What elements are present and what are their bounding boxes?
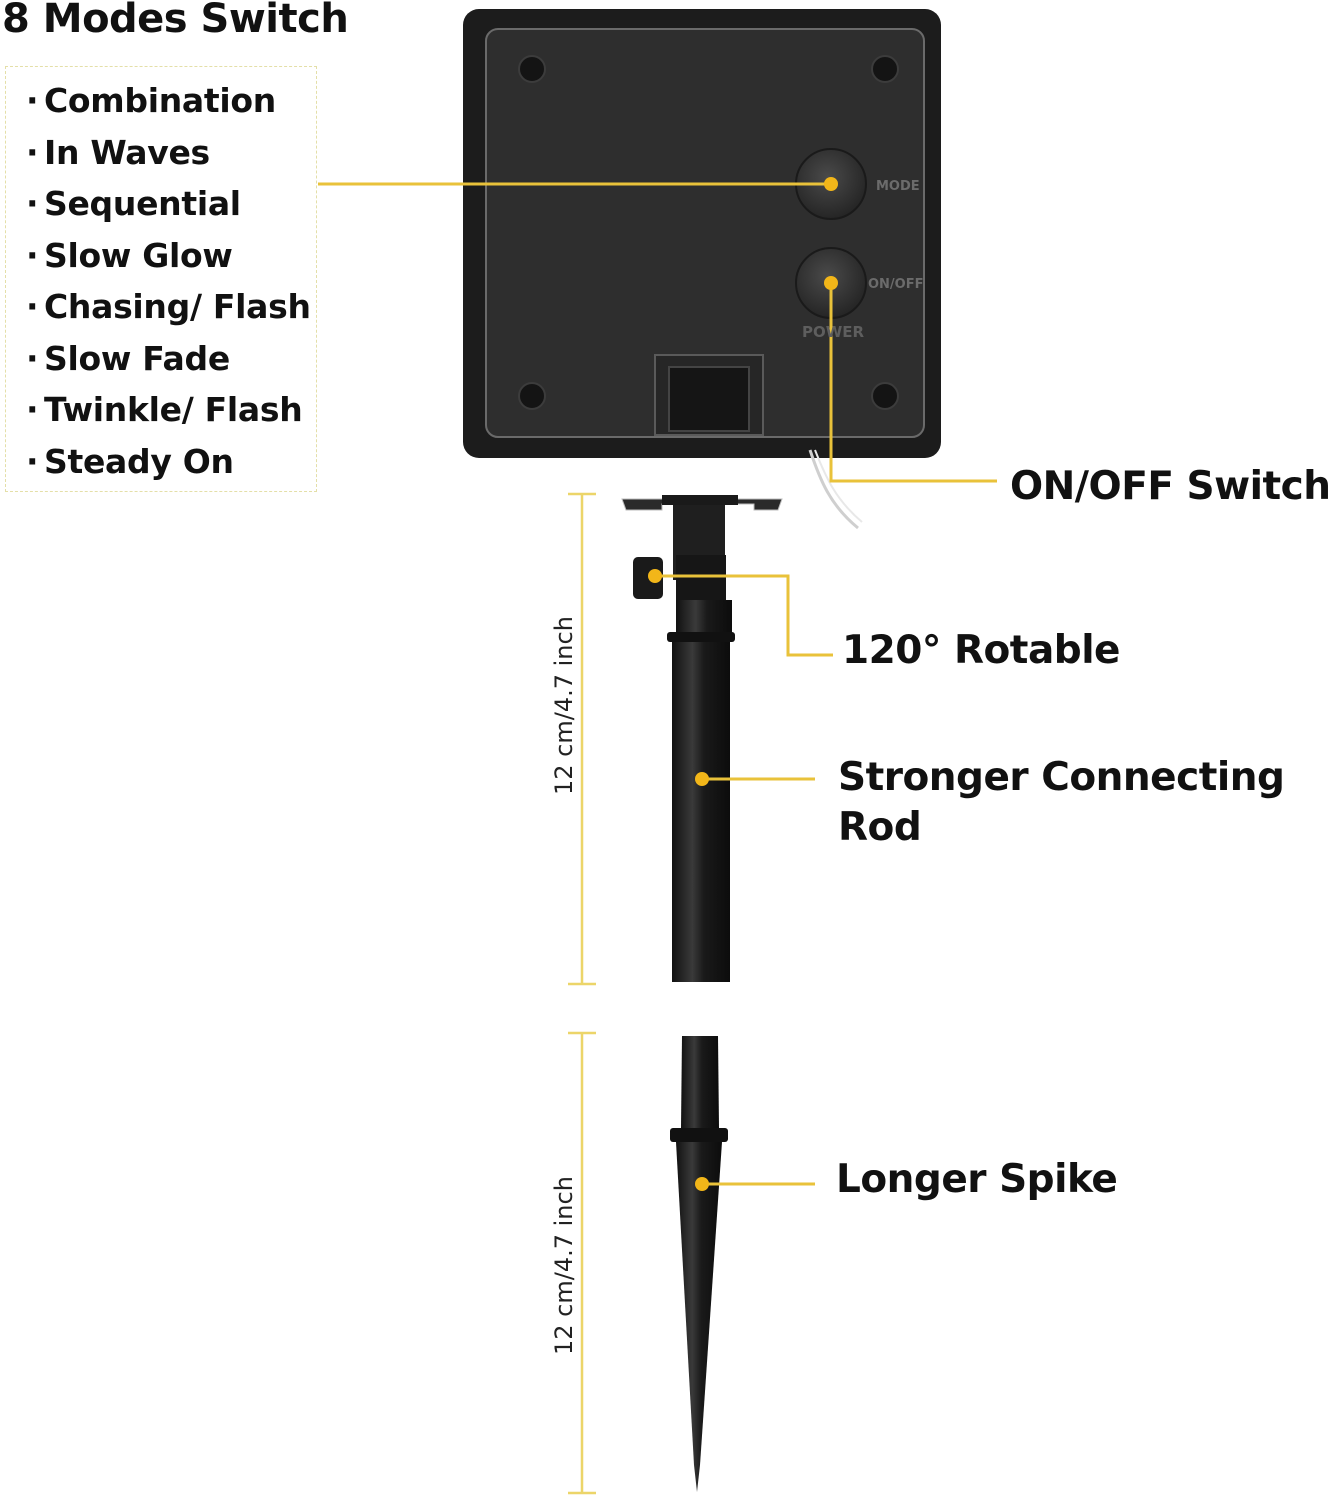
mode-item: ·Steady On: [26, 442, 311, 494]
callout-dot-icon: [648, 569, 662, 583]
callout-dot-icon: [695, 772, 709, 786]
dimension-bar-spike: [568, 1031, 596, 1495]
rod-label-line1: Stronger Connecting: [838, 755, 1285, 800]
spike-dimension-label: 12 cm/4.7 inch: [550, 1176, 578, 1355]
bullet-icon: ·: [26, 235, 39, 275]
screw-icon: [518, 382, 546, 410]
callout-dot-icon: [824, 276, 838, 290]
cable: [808, 449, 859, 530]
bullet-icon: ·: [26, 287, 39, 326]
power-label: POWER: [802, 323, 865, 341]
bullet-icon: ·: [26, 81, 39, 120]
rod-collar: [667, 632, 735, 642]
mode-label: Slow Glow: [44, 235, 233, 275]
callout-dot-icon: [695, 1177, 709, 1191]
knob: [633, 557, 663, 599]
mode-item: ·In Waves: [26, 133, 311, 185]
rod-upper: [676, 600, 732, 632]
mode-label: MODE: [876, 179, 920, 194]
bullet-icon: ·: [26, 390, 39, 429]
rod-label-line2: Rod: [838, 805, 922, 850]
spike-body: [676, 1142, 722, 1492]
mode-label: Twinkle/ Flash: [44, 390, 303, 429]
mode-label: Chasing/ Flash: [44, 287, 311, 326]
rod-body: [672, 642, 730, 982]
bullet-icon: ·: [26, 338, 39, 378]
mode-label: Steady On: [44, 441, 234, 481]
screw-icon: [871, 382, 899, 410]
bullet-icon: ·: [26, 132, 39, 172]
title: 8 Modes Switch: [2, 0, 349, 42]
mode-label: Slow Fade: [44, 338, 230, 378]
spike-collar: [670, 1128, 728, 1142]
mode-item: ·Slow Fade: [26, 339, 311, 391]
modes-list: ·Combination ·In Waves ·Sequential ·Slow…: [26, 81, 311, 493]
hinge: [676, 555, 726, 605]
longer-spike: [670, 1036, 728, 1492]
modes-box: ·Combination ·In Waves ·Sequential ·Slow…: [5, 66, 317, 492]
rod-dimension-label: 12 cm/4.7 inch: [550, 616, 578, 795]
mode-item: ·Twinkle/ Flash: [26, 390, 311, 442]
connecting-rod: [621, 495, 783, 982]
onoff-switch-label: ON/OFF Switch: [1010, 464, 1331, 509]
bracket-top: [662, 495, 738, 505]
screw-icon: [518, 55, 546, 83]
spike-label: Longer Spike: [836, 1157, 1118, 1202]
box-panel: [485, 28, 925, 438]
callout-line-onoff: [829, 283, 997, 483]
mode-label: In Waves: [44, 132, 210, 172]
mode-item: ·Combination: [26, 81, 311, 133]
onoff-label: ON/OFF: [868, 277, 924, 292]
screw-icon: [871, 55, 899, 83]
bullet-icon: ·: [26, 441, 39, 481]
bullet-icon: ·: [26, 184, 39, 223]
dimension-bar-rod: [568, 492, 596, 986]
cable: [814, 449, 863, 523]
callout-line-rotable: [655, 574, 833, 657]
callout-dot-icon: [824, 177, 838, 191]
mode-item: ·Slow Glow: [26, 236, 311, 288]
mode-label: Combination: [44, 81, 276, 120]
mode-item: ·Chasing/ Flash: [26, 287, 311, 339]
spike-top: [681, 1036, 719, 1128]
mode-item: ·Sequential: [26, 184, 311, 236]
controller-box: [463, 9, 941, 530]
port: [668, 366, 750, 432]
rotable-label: 120° Rotable: [842, 628, 1121, 673]
mode-label: Sequential: [44, 184, 241, 223]
